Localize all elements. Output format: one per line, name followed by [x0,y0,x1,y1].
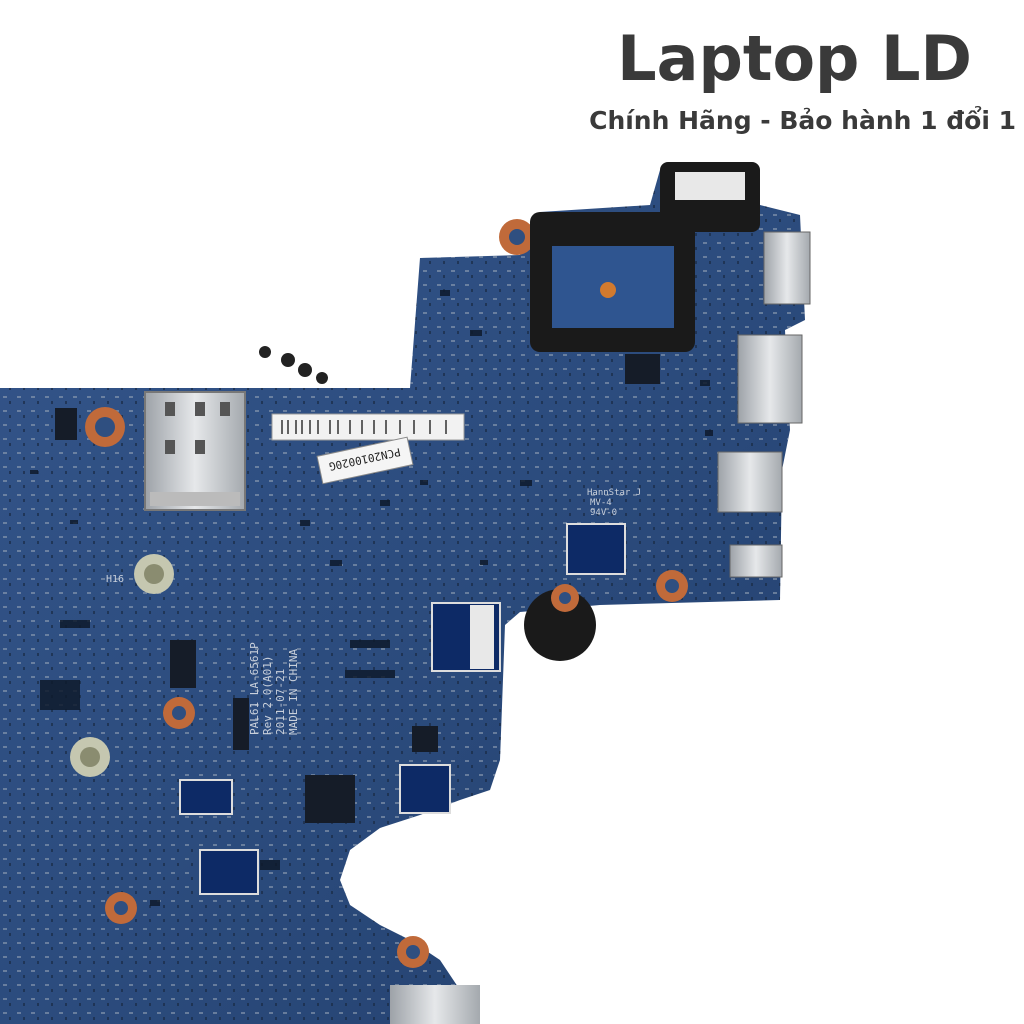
vendor-code1: MV-4 [590,498,612,508]
silkscreen-text: PAL61 LA-6561P Rev 2.0(A01) 2011-07-21 M… [248,642,300,735]
smd-components [30,290,713,906]
io-ports [660,162,811,578]
silkscreen-rev: Rev 2.0(A01) [261,656,274,735]
vendor-code2: 94V-0 [590,508,617,518]
barcode [281,420,447,434]
brand-header: Laptop LD Chính Hãng - Bảo hành 1 đổi 1 [589,22,1016,135]
screw-holes [85,219,688,968]
vendor-name: HannStar J [587,488,641,498]
silkscreen-date: 2011-07-21 [274,669,287,735]
hole-marking: H16 [106,574,124,585]
silkscreen-model: PAL61 LA-6561P [248,642,261,735]
sim-card-slot [144,391,246,511]
silkscreen-origin: MADE IN CHINA [287,649,300,735]
metal-bracket [390,985,480,1024]
brand-title: Laptop LD [617,22,972,95]
loose-screws [259,346,328,384]
standoff-holes [70,554,174,777]
brand-subtitle: Chính Hãng - Bảo hành 1 đổi 1 [589,106,1016,135]
ic-chips [55,354,660,823]
barcode-label [271,413,465,441]
ribbon-connectors [179,523,626,895]
vendor-marking: HannStar J MV-4 94V-0 [587,488,641,518]
cpu-socket-frame [530,212,695,352]
battery-cell [524,589,596,661]
